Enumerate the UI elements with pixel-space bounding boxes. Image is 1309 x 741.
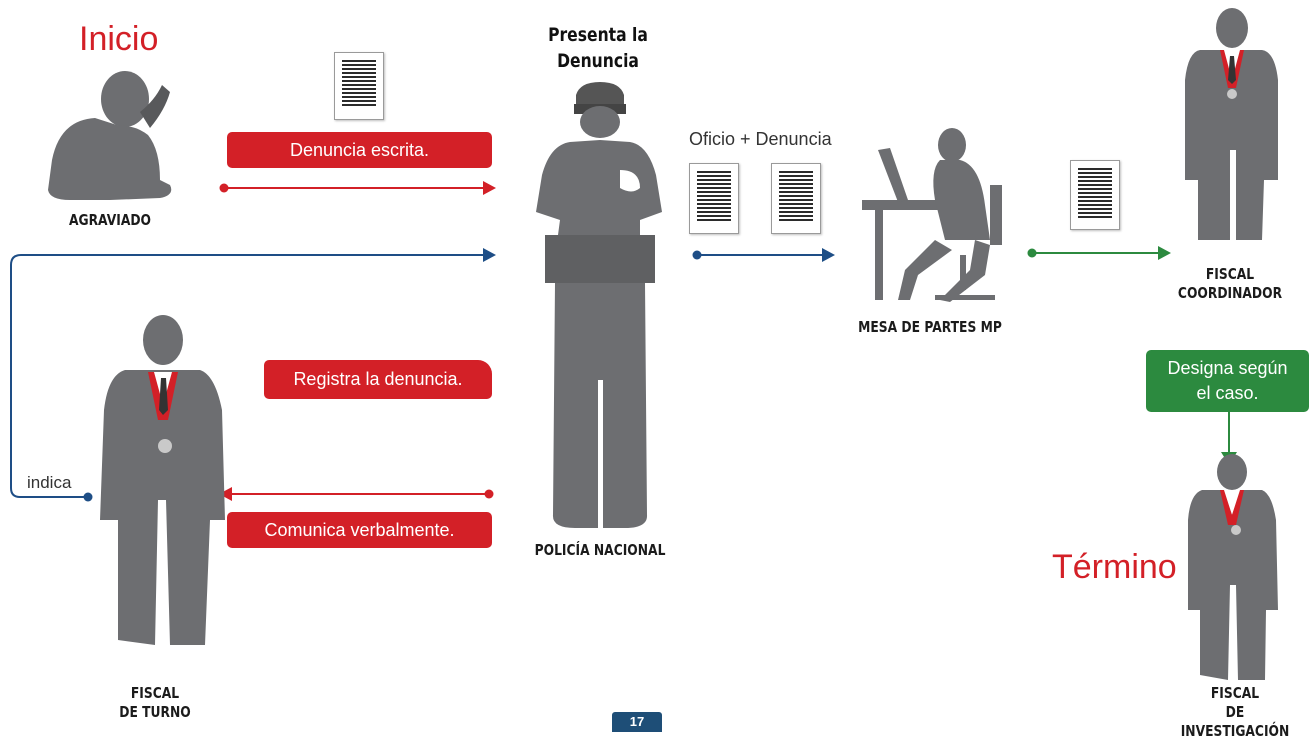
start-title: Inicio <box>79 20 159 58</box>
arrow-agraviado-to-policia <box>219 181 496 195</box>
label-agraviado: AGRAVIADO <box>68 211 152 229</box>
label-fiscal-investigacion: FISCAL DE INVESTIGACIÓN <box>1180 684 1290 740</box>
label-oficio-denuncia: Oficio + Denuncia <box>689 129 832 149</box>
label-fiscal-coordinador: FISCAL COORDINADOR <box>1177 265 1283 302</box>
page-number: 17 <box>612 712 662 732</box>
arrow-mesa-to-fiscal-coordinador <box>1027 246 1171 260</box>
step-registra-denuncia: Registra la denuncia. <box>264 360 492 399</box>
step-denuncia-escrita: Denuncia escrita. <box>227 132 492 168</box>
label-policia: POLICÍA NACIONAL <box>534 541 666 559</box>
policia-figure <box>536 82 662 528</box>
document-icon <box>334 52 384 120</box>
document-icon <box>689 163 739 234</box>
step-designa: Designa según el caso. <box>1146 350 1309 412</box>
label-mesa: MESA DE PARTES MP <box>858 318 1002 336</box>
mesa-figure <box>862 128 1002 302</box>
end-title: Término <box>1052 548 1177 586</box>
fiscal-coordinador-figure <box>1185 8 1278 240</box>
heading-presenta-denuncia: Presenta la Denuncia <box>548 24 648 72</box>
arrow-policia-to-mesa <box>692 248 835 262</box>
step-comunica-verbalmente: Comunica verbalmente. <box>227 512 492 548</box>
fiscal-investigacion-figure <box>1188 454 1278 680</box>
document-icon <box>771 163 821 234</box>
document-icon <box>1070 160 1120 230</box>
label-indica: indica <box>27 473 72 492</box>
label-fiscal-turno: FISCAL DE TURNO <box>119 684 191 721</box>
agraviado-figure <box>48 71 172 200</box>
arrow-policia-to-fiscal-turno <box>219 487 494 501</box>
fiscal-turno-figure <box>100 315 225 645</box>
arrow-indica-to-policia <box>10 248 496 502</box>
